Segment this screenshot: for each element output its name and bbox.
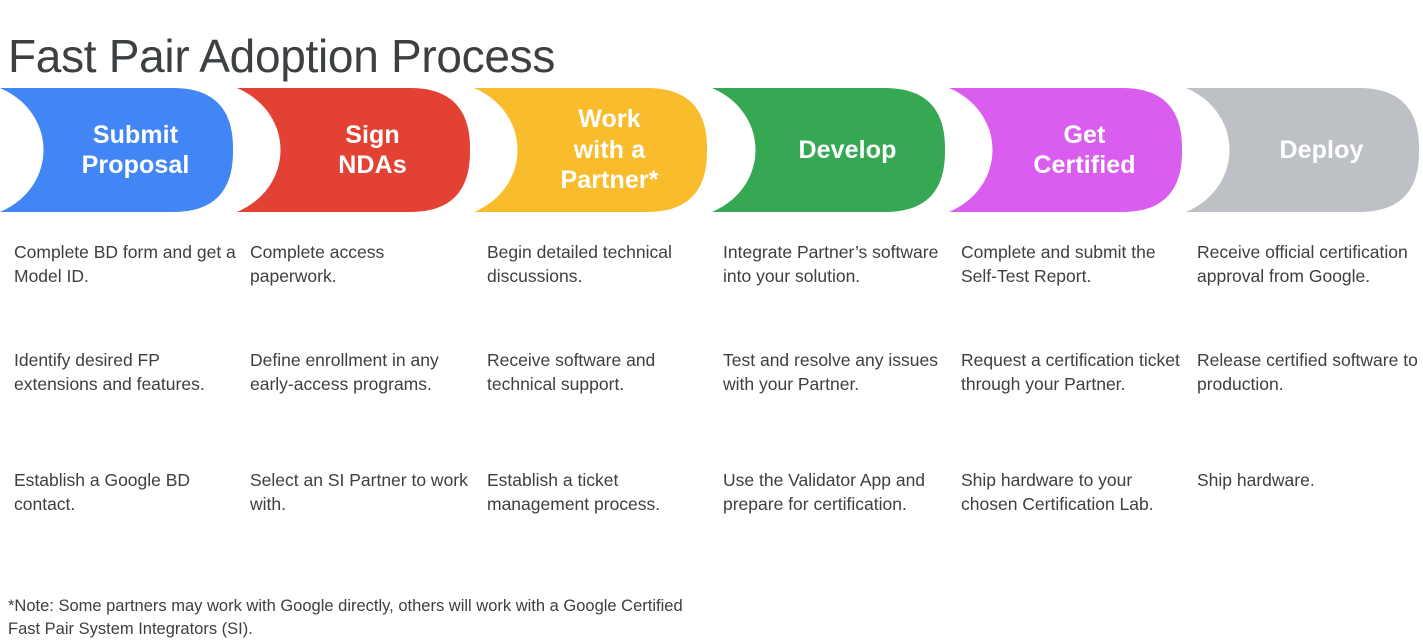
- detail-item: Use the Validator App and prepare for ce…: [723, 470, 926, 514]
- footnote-note: *Note: Some partners may work with Googl…: [8, 596, 683, 638]
- stage-shape-2: [237, 88, 470, 212]
- detail-item: Integrate Partner’s software into your s…: [723, 242, 939, 286]
- stage-banner-6[interactable]: Deploy: [1186, 88, 1419, 212]
- stage-banner-1[interactable]: Submit Proposal: [0, 88, 233, 212]
- detail-item: Establish a ticket management process.: [487, 470, 661, 514]
- detail-item: Begin detailed technical discussions.: [487, 242, 672, 286]
- page-title: Fast Pair Adoption Process: [8, 29, 556, 82]
- stage-shape-1: [0, 88, 233, 212]
- detail-item: Establish a Google BD contact.: [14, 470, 191, 514]
- detail-item: Complete access paperwork.: [250, 242, 385, 286]
- detail-item: Define enrollment in any early-access pr…: [250, 350, 439, 394]
- detail-item: Complete BD form and get a Model ID.: [14, 242, 236, 286]
- stage-shape-4: [712, 88, 945, 212]
- detail-item: Receive software and technical support.: [487, 350, 656, 394]
- detail-item: Test and resolve any issues with your Pa…: [723, 350, 938, 394]
- detail-item: Complete and submit the Self-Test Report…: [961, 242, 1156, 286]
- stage-detail-columns: Complete BD form and get a Model ID. Iden…: [0, 240, 1423, 560]
- stage-banner-3[interactable]: Work with a Partner*: [474, 88, 707, 212]
- detail-item: Ship hardware to your chosen Certificati…: [961, 470, 1154, 514]
- detail-item: Request a certification ticket through y…: [961, 350, 1180, 394]
- stage-banner-5[interactable]: Get Certified: [949, 88, 1182, 212]
- detail-item: Identify desired FP extensions and featu…: [14, 350, 205, 394]
- detail-item: Receive official certification approval …: [1197, 242, 1408, 286]
- detail-item: Release certified software to production…: [1197, 350, 1418, 394]
- detail-item: Ship hardware.: [1197, 470, 1315, 490]
- stage-banner-2[interactable]: Sign NDAs: [237, 88, 470, 212]
- detail-item: Select an SI Partner to work with.: [250, 470, 468, 514]
- stage-shape-5: [949, 88, 1182, 212]
- stage-shape-3: [474, 88, 707, 212]
- stage-banner-4[interactable]: Develop: [712, 88, 945, 212]
- stage-shape-6: [1186, 88, 1419, 212]
